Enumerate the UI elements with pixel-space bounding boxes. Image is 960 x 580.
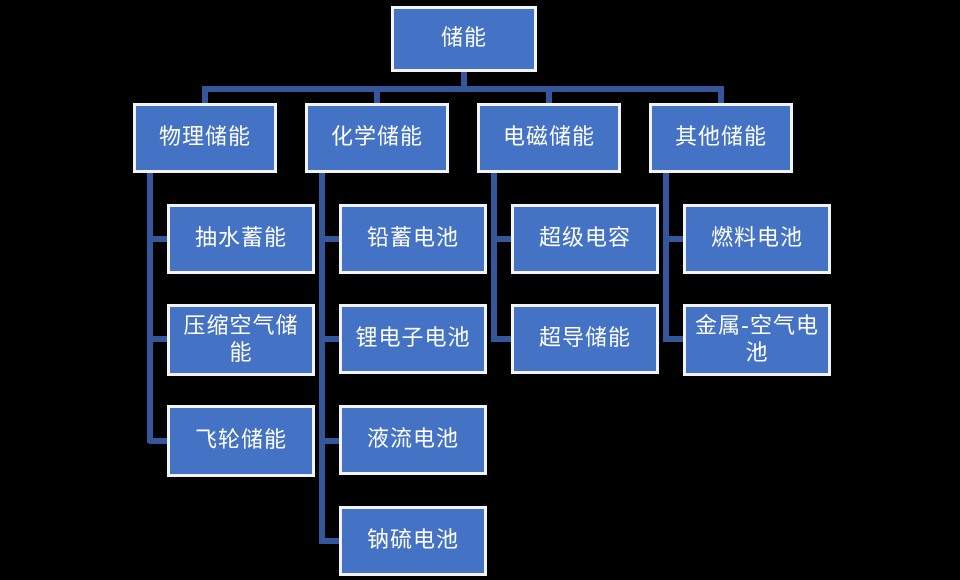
node-lead-acid-battery: 铅蓄电池 (339, 204, 487, 274)
node-fuel-cell: 燃料电池 (683, 204, 831, 274)
node-label: 液流电池 (366, 427, 459, 453)
node-compressed-air: 压缩空气储 能 (167, 304, 315, 376)
node-label: 储能 (440, 26, 487, 52)
node-flywheel: 飞轮储能 (167, 405, 315, 477)
connector-branch-0-vertical (147, 170, 153, 443)
node-electromagnetic-storage: 电磁储能 (477, 103, 621, 173)
connector-branch-3-top-stub (718, 86, 724, 105)
connector-branch-1-top-stub (374, 86, 380, 105)
node-sodium-sulfur-battery: 钠硫电池 (339, 506, 487, 576)
node-label: 铅蓄电池 (366, 226, 459, 252)
node-label: 超导储能 (538, 326, 631, 352)
connector-child-stub (493, 336, 511, 342)
node-label: 金属-空气电 池 (695, 313, 819, 367)
node-label: 电磁储能 (502, 125, 595, 151)
node-label: 压缩空气储 能 (183, 313, 299, 367)
connector-branch-3-vertical (663, 170, 669, 342)
node-label: 锂电子电池 (355, 326, 471, 352)
node-physical-storage: 物理储能 (133, 103, 277, 173)
node-other-storage: 其他储能 (649, 103, 793, 173)
node-lithium-ion-battery: 锂电子电池 (339, 304, 487, 374)
connector-branch-1-vertical (319, 170, 325, 544)
connector-child-stub (321, 336, 339, 342)
connector-branch-0-top-stub (202, 86, 208, 105)
node-superconducting: 超导储能 (511, 304, 659, 374)
node-label: 物理储能 (158, 125, 251, 151)
node-label: 化学储能 (330, 125, 423, 151)
connector-child-stub (665, 236, 683, 242)
connector-branch-2-vertical (491, 170, 497, 342)
node-label: 钠硫电池 (366, 528, 459, 554)
node-label: 超级电容 (538, 226, 631, 252)
connector-branch-2-top-stub (546, 86, 552, 105)
node-metal-air-battery: 金属-空气电 池 (683, 304, 831, 376)
connector-root-stub (461, 70, 467, 92)
connector-child-stub (665, 336, 683, 342)
connector-child-stub (493, 236, 511, 242)
connector-child-stub (149, 336, 167, 342)
node-supercapacitor: 超级电容 (511, 204, 659, 274)
node-flow-battery: 液流电池 (339, 405, 487, 475)
node-chemical-storage: 化学储能 (305, 103, 449, 173)
node-energy-storage-root: 储能 (391, 6, 537, 72)
connector-child-stub (321, 236, 339, 242)
node-label: 飞轮储能 (194, 428, 287, 454)
connector-bus (202, 86, 724, 92)
node-pumped-hydro: 抽水蓄能 (167, 204, 315, 274)
connector-child-stub (149, 438, 167, 444)
connector-child-stub (321, 438, 339, 444)
node-label: 抽水蓄能 (194, 226, 287, 252)
connector-child-stub (149, 236, 167, 242)
node-label: 燃料电池 (710, 226, 803, 252)
node-label: 其他储能 (674, 125, 767, 151)
connector-child-stub (321, 538, 339, 544)
